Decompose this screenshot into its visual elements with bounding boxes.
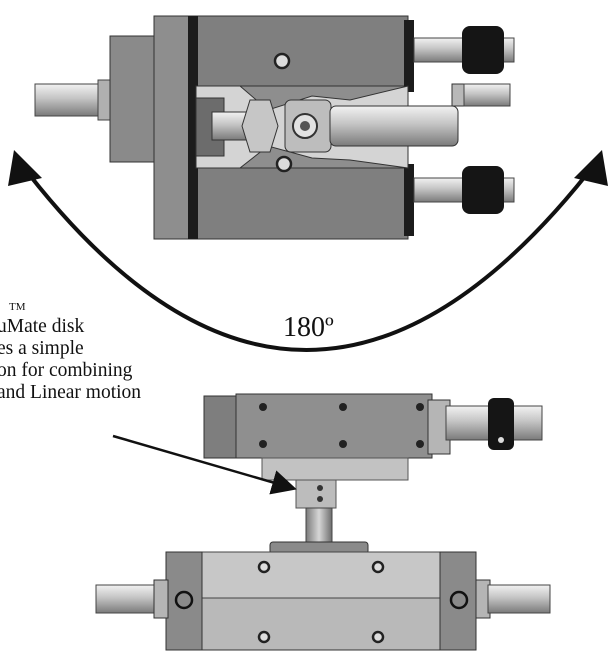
rotary-left-nut <box>153 579 169 619</box>
top-center-rod <box>463 83 511 107</box>
rotary-body-right-cap <box>439 551 477 651</box>
rotary-body-top <box>199 551 441 599</box>
mounting-plate <box>261 457 409 481</box>
top-body-upper <box>195 15 409 87</box>
rotary-body-left-cap <box>165 551 203 651</box>
pneumate-disk-adapter <box>295 479 337 509</box>
top-end-cap <box>109 35 157 163</box>
callout-line-1: uMate disk <box>0 316 85 337</box>
top-right-band-upper <box>404 20 414 92</box>
top-cylinder <box>329 105 459 147</box>
top-left-band <box>188 16 198 239</box>
top-right-band-lower <box>404 164 414 236</box>
top-screw-1 <box>273 52 291 70</box>
callout-line-4: and Linear motion <box>0 382 142 403</box>
trademark-mark: TM <box>9 301 26 313</box>
callout-line-2: es a simple <box>0 338 84 359</box>
top-collar-upper <box>462 26 504 74</box>
slide-screw-5 <box>339 440 347 448</box>
slide-screw-4 <box>259 440 267 448</box>
rotary-left-rod <box>95 584 159 614</box>
callout-leader-arrow <box>112 434 297 495</box>
callout-line-3: on for combining <box>0 360 133 381</box>
rotary-screw-3 <box>257 630 271 644</box>
arc-arrowhead-right <box>574 150 608 186</box>
slide-body <box>235 393 433 459</box>
top-collar-lower <box>462 166 504 214</box>
top-body-lower <box>195 167 409 240</box>
rotary-right-rod <box>487 584 551 614</box>
rotation-angle-label: 180º <box>283 312 334 343</box>
slide-screw-3 <box>416 403 424 411</box>
rotary-screw-1 <box>257 560 271 574</box>
top-hex-nut <box>241 99 279 153</box>
pneumate-callout: uMate disk es a simple on for combining … <box>0 316 141 404</box>
slide-screw-2 <box>339 403 347 411</box>
bottom-actuator <box>95 393 551 651</box>
slide-collar <box>488 398 514 450</box>
slide-screw-6 <box>416 440 424 448</box>
rotary-screw-4 <box>371 630 385 644</box>
slide-screw-1 <box>259 403 267 411</box>
rotary-post <box>305 507 333 545</box>
rotary-port-left <box>174 590 194 610</box>
rotary-screw-2 <box>371 560 385 574</box>
rotation-arc <box>16 158 600 352</box>
top-left-shaft <box>34 83 106 117</box>
top-actuator <box>34 15 515 240</box>
top-screw-2 <box>275 155 293 173</box>
arc-arrowhead-left <box>8 150 42 186</box>
rotary-port-right <box>449 590 469 610</box>
